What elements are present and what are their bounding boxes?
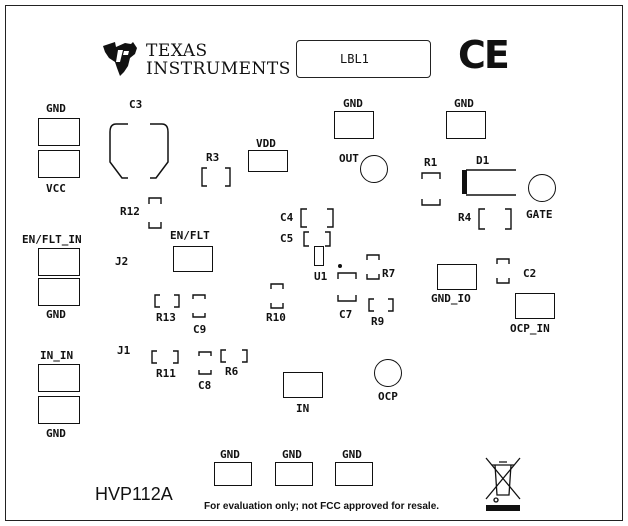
testpoint-gate <box>528 174 556 202</box>
label-gnd-bottom-3: GND <box>342 448 362 461</box>
c5-footprint <box>303 231 331 247</box>
label-c2: C2 <box>523 267 537 280</box>
pad-ocp-in <box>515 293 555 319</box>
pad-gnd-bottom-3 <box>335 462 373 486</box>
label-r1: R1 <box>424 156 438 169</box>
r1-footprint <box>421 172 441 206</box>
label-c5: C5 <box>280 232 294 245</box>
testpoint-out <box>360 155 388 183</box>
label-gnd-io: GND_IO <box>431 292 471 305</box>
logo-texas: TEXAS <box>146 41 208 61</box>
label-gnd-bottom-1: GND <box>220 448 240 461</box>
u1-pin1-dot <box>338 264 342 268</box>
r3-footprint <box>201 167 231 187</box>
label-en-flt-gnd: GND <box>46 308 66 321</box>
pad-gnd-top-mid <box>334 111 374 139</box>
label-c9: C9 <box>193 323 207 336</box>
label-in: IN <box>296 402 310 415</box>
pad-vdd <box>248 150 288 172</box>
label-gnd-top-left: GND <box>46 102 66 115</box>
label-box <box>296 40 431 78</box>
label-en-flt: EN/FLT <box>170 229 210 242</box>
label-ocp-in: OCP_IN <box>510 322 550 335</box>
label-r13: R13 <box>156 311 176 324</box>
r7-footprint <box>366 254 380 280</box>
pad-gnd-top-right <box>446 111 486 139</box>
r13-footprint <box>154 294 180 308</box>
pad-en-flt <box>173 246 213 272</box>
ti-logo-icon <box>103 42 137 76</box>
label-vdd: VDD <box>256 137 276 150</box>
pad-in-gnd <box>38 396 80 424</box>
pad-gnd-bottom-2 <box>275 462 313 486</box>
label-r6: R6 <box>225 365 239 378</box>
label-c4: C4 <box>280 211 294 224</box>
pad-en-flt-gnd <box>38 278 80 306</box>
label-out: OUT <box>339 152 359 165</box>
c9-footprint <box>192 294 206 318</box>
board-outline <box>5 5 623 521</box>
label-j1: J1 <box>117 344 131 357</box>
r10-footprint <box>270 283 284 309</box>
weee-bin-icon <box>485 457 521 511</box>
c3-footprint <box>109 123 169 179</box>
c8-footprint <box>198 351 212 375</box>
label-en-flt-in: EN/FLT_IN <box>22 233 82 246</box>
label-c3: C3 <box>129 98 143 111</box>
label-in-in: IN_IN <box>40 349 74 362</box>
pad-gnd-top-left <box>38 118 80 146</box>
board-name: HVP112A <box>95 484 173 504</box>
label-j2: J2 <box>115 255 129 268</box>
d1-cathode-bar <box>462 170 467 194</box>
pad-in-in <box>38 364 80 392</box>
label-box-text: LBL1 <box>340 52 369 66</box>
pad-gnd-bottom-1 <box>214 462 252 486</box>
label-c8: C8 <box>198 379 212 392</box>
label-u1: U1 <box>314 270 328 283</box>
pad-in <box>283 372 323 398</box>
label-r10: R10 <box>266 311 286 324</box>
label-r9: R9 <box>371 315 385 328</box>
r11-footprint <box>151 350 179 364</box>
label-r12: R12 <box>120 205 140 218</box>
pad-en-flt-in <box>38 248 80 276</box>
r9-footprint <box>368 298 394 312</box>
testpoint-ocp <box>374 359 402 387</box>
label-gnd-top-right: GND <box>454 97 474 110</box>
label-ocp: OCP <box>378 390 398 403</box>
label-r11: R11 <box>156 367 176 380</box>
label-gate: GATE <box>526 208 553 221</box>
label-c7: C7 <box>339 308 353 321</box>
ce-mark: CE <box>458 33 510 77</box>
r12-footprint <box>148 197 162 229</box>
label-r7: R7 <box>382 267 396 280</box>
label-r4: R4 <box>458 211 472 224</box>
r4-footprint <box>478 208 512 230</box>
c4-footprint <box>300 208 334 228</box>
label-gnd-top-mid: GND <box>343 97 363 110</box>
d1-footprint <box>466 169 516 196</box>
label-r3: R3 <box>206 151 220 164</box>
label-vcc: VCC <box>46 182 66 195</box>
u1-footprint <box>314 246 324 266</box>
c2-footprint <box>496 258 510 284</box>
disclaimer-text: For evaluation only; not FCC approved fo… <box>204 501 440 512</box>
logo-instruments: INSTRUMENTS <box>146 59 291 79</box>
r6-footprint <box>220 349 248 363</box>
label-in-gnd: GND <box>46 427 66 440</box>
pad-gnd-io <box>437 264 477 290</box>
label-gnd-bottom-2: GND <box>282 448 302 461</box>
label-d1: D1 <box>476 154 490 167</box>
u1-body-outline <box>337 272 357 302</box>
pad-vcc <box>38 150 80 178</box>
